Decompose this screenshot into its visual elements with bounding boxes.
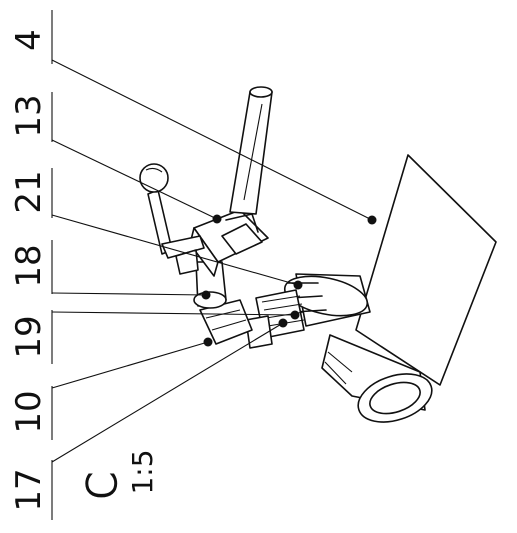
callout-dot-18 — [201, 290, 211, 300]
view-scale: 1:5 — [126, 449, 159, 494]
view-letter: C — [80, 472, 126, 500]
callout-dot-13 — [212, 214, 222, 224]
valve-lever — [139, 163, 205, 275]
callout-dot-10 — [203, 337, 213, 347]
view-annotation: C 1:5 — [79, 449, 159, 500]
callout-label-13: 13 — [9, 94, 49, 137]
callout-label-21: 21 — [9, 170, 49, 213]
leader-lines — [51, 59, 373, 463]
callout-dot-19 — [290, 310, 300, 320]
upper-pipe — [229, 86, 273, 215]
bottom-port — [321, 334, 433, 423]
main-housing — [355, 154, 497, 386]
callout-label-17: 17 — [9, 468, 49, 511]
callout-labels: 4 13 21 18 19 10 17 — [9, 29, 49, 511]
assembly-parts — [139, 86, 497, 423]
callout-dots — [201, 214, 377, 347]
callout-label-4: 4 — [9, 29, 49, 51]
callout-label-10: 10 — [9, 390, 49, 433]
callout-dot-4 — [367, 215, 377, 225]
callout-label-18: 18 — [9, 244, 49, 287]
callout-dot-17 — [278, 318, 288, 328]
callout-dot-21 — [293, 280, 303, 290]
cylinder-body — [283, 273, 371, 327]
callout-label-19: 19 — [9, 315, 49, 358]
threaded-coupling — [199, 289, 305, 349]
